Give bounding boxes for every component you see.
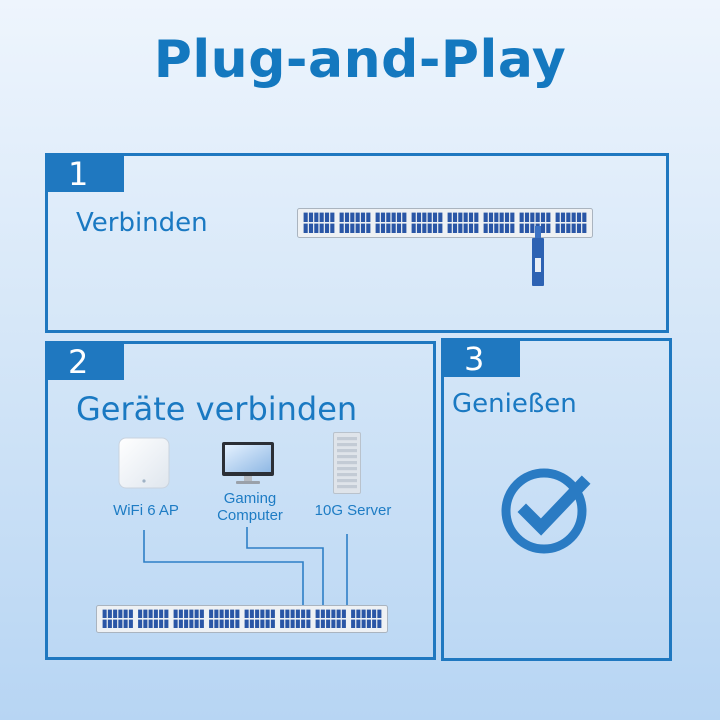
step-3-number: 3 — [444, 341, 520, 378]
wifi-access-point-icon — [118, 437, 170, 489]
device-label-gaming-computer: Gaming Computer — [217, 490, 283, 524]
page-title: Plug-and-Play — [153, 30, 567, 90]
step-3-label: Genießen — [452, 389, 577, 419]
computer-monitor-icon — [222, 442, 274, 484]
step-1-number: 1 — [48, 156, 124, 193]
network-switch-icon — [96, 605, 388, 633]
device-label-wifi-ap: WiFi 6 AP — [113, 502, 179, 519]
device-label-10g-server: 10G Server — [314, 502, 392, 519]
step-2-number: 2 — [48, 344, 124, 381]
step-1-panel: 1 Verbinden — [45, 153, 669, 333]
step-3-panel: 3 Genießen — [441, 338, 672, 661]
step-2-panel: 2 Geräte verbinden — [45, 341, 436, 660]
step-1-label: Verbinden — [76, 208, 208, 238]
network-switch-icon — [297, 208, 593, 286]
step-2-label: Geräte verbinden — [76, 390, 358, 428]
checkmark-circle-icon — [501, 468, 591, 554]
server-rack-icon — [333, 432, 361, 494]
